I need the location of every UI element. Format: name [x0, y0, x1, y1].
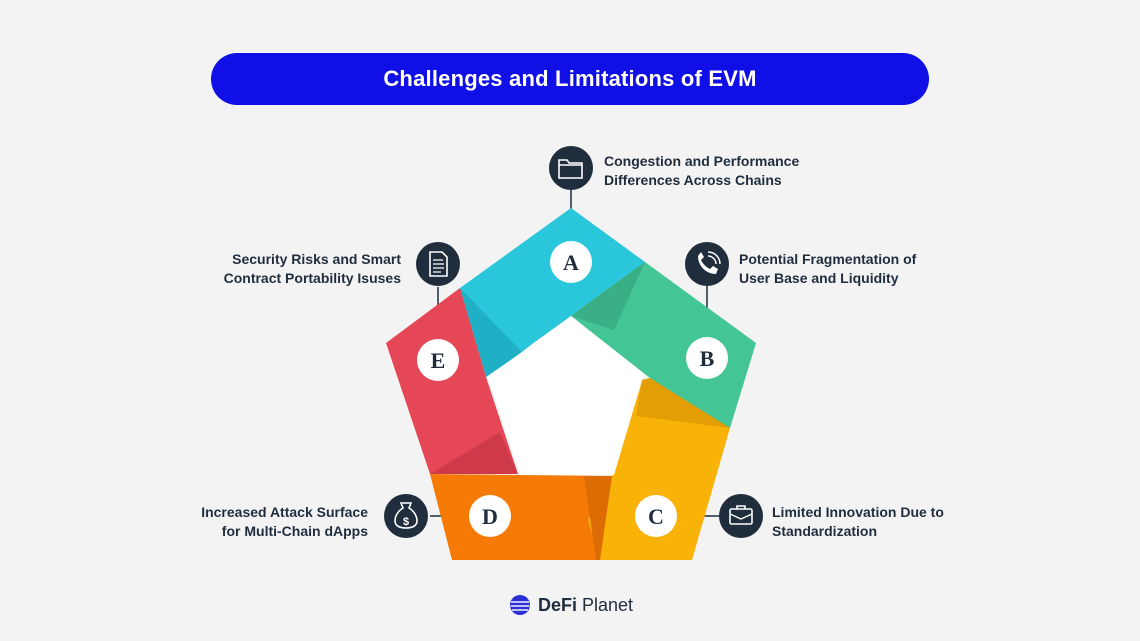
segment-a-shade	[460, 288, 522, 377]
segment-c	[588, 378, 730, 560]
letter-d: D	[482, 504, 498, 529]
title-banner: Challenges and Limitations of EVM	[211, 53, 929, 105]
segment-b-shade	[571, 262, 645, 330]
center-pentagon	[488, 316, 644, 475]
segment-c-shade	[636, 378, 730, 428]
phone-icon	[685, 242, 729, 286]
letter-circle-e: E	[417, 339, 459, 381]
letter-a: A	[563, 250, 579, 275]
label-a-line2: Differences Across Chains	[604, 172, 782, 188]
brand-name-part1: DeFi	[538, 594, 578, 615]
label-c: Limited Innovation Due to Standardizatio…	[772, 503, 944, 541]
letter-circle-d: D	[469, 495, 511, 537]
label-b: Potential Fragmentation of User Base and…	[739, 250, 916, 288]
label-e: Security Risks and Smart Contract Portab…	[224, 250, 401, 288]
brand-name-part2: Planet	[577, 594, 634, 615]
letter-e: E	[431, 348, 446, 373]
label-a-line1: Congestion and Performance	[604, 153, 800, 169]
label-e-line1: Security Risks and Smart	[232, 251, 401, 267]
page-title: Challenges and Limitations of EVM	[383, 66, 757, 91]
brand-logo: DeFi Planet	[508, 592, 633, 618]
label-b-line1: Potential Fragmentation of	[739, 251, 917, 267]
label-d: Increased Attack Surface for Multi-Chain…	[201, 503, 368, 541]
letter-circle-b: B	[686, 337, 728, 379]
letter-circle-c: C	[635, 495, 677, 537]
label-c-line2: Standardization	[772, 523, 878, 539]
money-bag-icon: $	[384, 494, 428, 538]
letter-c: C	[648, 504, 664, 529]
segment-e	[386, 288, 518, 474]
letter-b: B	[700, 346, 715, 371]
label-d-line1: Increased Attack Surface	[201, 504, 368, 520]
label-d-line2: for Multi-Chain dApps	[221, 523, 368, 539]
label-e-line2: Contract Portability Isuses	[223, 270, 401, 286]
folder-icon	[549, 146, 593, 190]
label-c-line1: Limited Innovation Due to	[772, 504, 944, 520]
document-icon	[416, 242, 460, 286]
planet-logo-icon	[510, 595, 530, 615]
label-a: Congestion and Performance Differences A…	[604, 152, 799, 190]
segment-d	[430, 474, 612, 560]
brand-name: DeFi Planet	[538, 595, 633, 616]
briefcase-icon	[719, 494, 763, 538]
segment-d-shade	[584, 476, 612, 560]
letter-circle-a: A	[550, 241, 592, 283]
svg-text:$: $	[403, 516, 409, 528]
label-b-line2: User Base and Liquidity	[739, 270, 899, 286]
segment-a	[460, 208, 645, 377]
segment-e-shade	[430, 432, 518, 474]
